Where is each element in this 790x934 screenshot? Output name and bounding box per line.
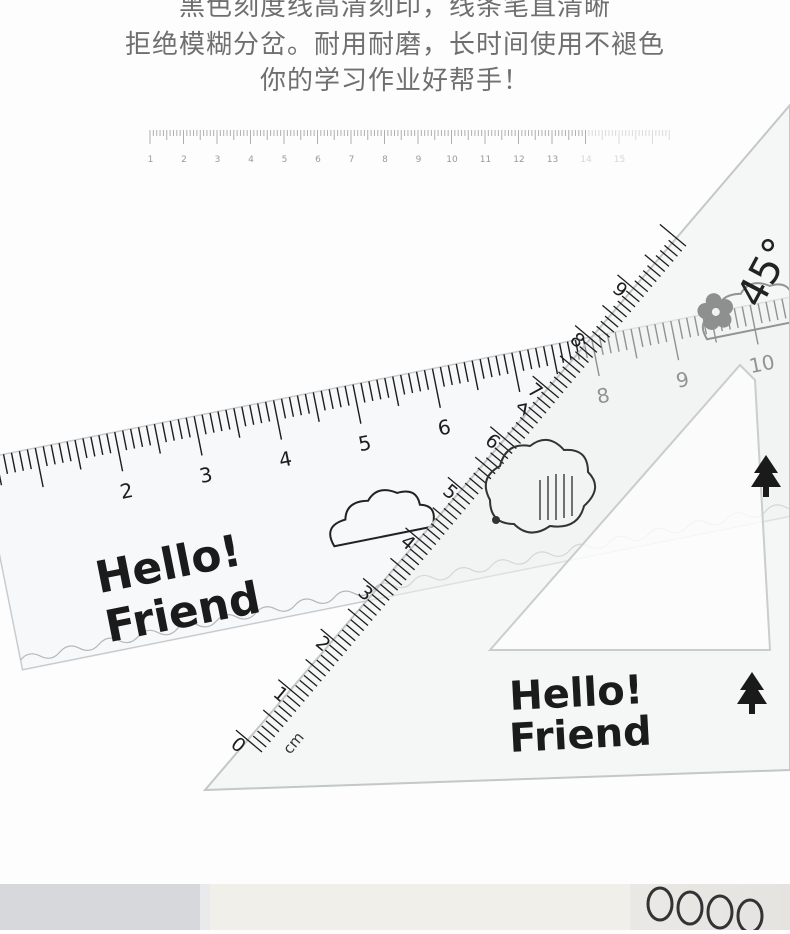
strip-number: 1 bbox=[148, 155, 154, 165]
notebook-photo-strip bbox=[0, 884, 790, 930]
scale-strip-ticks bbox=[150, 130, 669, 144]
triangle-ruler-friend: Friend bbox=[508, 709, 653, 762]
strip-number: 11 bbox=[480, 155, 491, 165]
strip-number: 5 bbox=[282, 155, 288, 165]
strip-number: 15 bbox=[614, 155, 625, 165]
strip-number: 13 bbox=[547, 155, 558, 165]
strip-number: 4 bbox=[248, 155, 254, 165]
strip-number: 6 bbox=[315, 155, 321, 165]
strip-number: 8 bbox=[382, 155, 388, 165]
strip-number: 14 bbox=[580, 155, 592, 165]
strip-number: 3 bbox=[215, 155, 221, 165]
strip-number: 9 bbox=[416, 155, 422, 165]
strip-number: 12 bbox=[513, 155, 524, 165]
strip-number: 7 bbox=[349, 155, 355, 165]
notebook-spiral-icon bbox=[0, 884, 790, 930]
strip-number: 2 bbox=[181, 155, 187, 165]
strip-number: 10 bbox=[446, 155, 458, 165]
